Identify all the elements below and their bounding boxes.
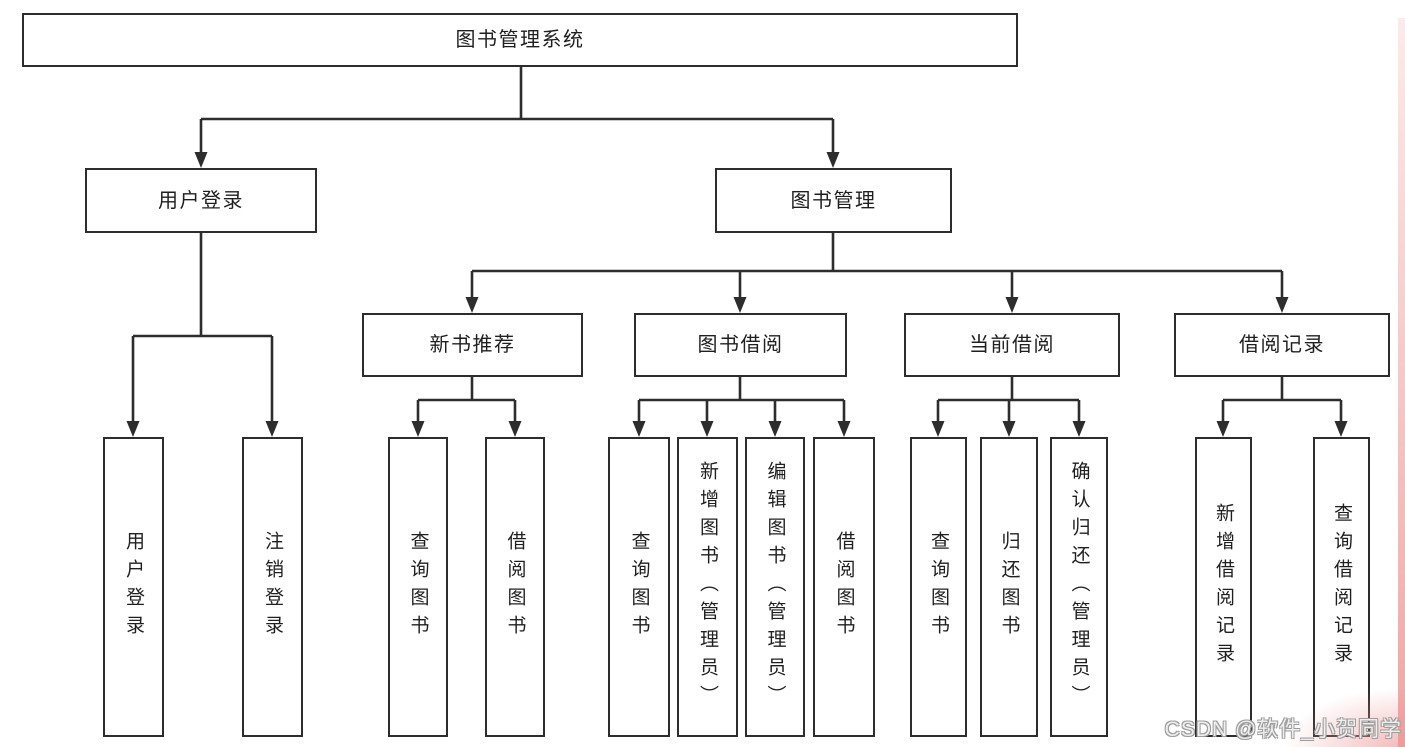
node-new-book-recommend: 新书推荐 [362,313,583,377]
leaf-borrow-books-1: 借阅图书 [485,437,545,737]
node-book-management-label: 图书管理 [790,189,877,212]
watermark: CSDN @软件_小贺同学 [1164,718,1402,741]
leaf-query-borrow-record: 查询借阅记录 [1313,437,1370,737]
leaf-query-books-2: 查询图书 [608,437,670,737]
node-user-login-label: 用户登录 [158,189,244,212]
leaf-query-books-1-label: 查询图书 [407,531,429,643]
node-book-borrow-label: 图书借阅 [697,334,784,356]
leaf-user-login-label: 用户登录 [123,531,144,643]
connector-new-books-to-leaves [416,377,517,424]
leaf-return-books: 归还图书 [980,437,1038,737]
leaf-edit-books-admin: 编辑图书（管理员） [745,437,805,737]
node-current-borrow-label: 当前借阅 [969,334,1055,356]
node-book-borrow: 图书借阅 [634,313,847,377]
node-user-login: 用户登录 [85,168,317,233]
leaf-add-borrow-record: 新增借阅记录 [1195,437,1252,737]
leaf-borrow-books-2-label: 借阅图书 [833,531,855,643]
node-new-book-recommend-label: 新书推荐 [429,334,516,356]
leaf-logout: 注销登录 [242,437,303,737]
watermark-pink-corner [1285,689,1405,747]
leaf-query-books-2-label: 查询图书 [628,531,650,643]
leaf-confirm-return-admin: 确认归还（管理员） [1050,437,1108,737]
leaf-edit-books-admin-label: 编辑图书（管理员） [764,461,786,713]
connector-book-mgmt-to-level3 [470,233,1284,300]
leaf-borrow-books-2: 借阅图书 [813,437,875,737]
watermark-pink-edge [1398,18,1405,747]
leaf-query-books-1: 查询图书 [388,437,448,737]
connector-user-login-to-leaves [131,233,274,424]
node-root-label: 图书管理系统 [455,29,585,51]
leaf-query-books-3: 查询图书 [910,437,967,737]
node-root: 图书管理系统 [22,13,1018,67]
leaf-add-borrow-record-label: 新增借阅记录 [1213,503,1234,671]
leaf-add-books-admin: 新增图书（管理员） [677,437,738,737]
connector-borrow-to-leaves [637,377,846,424]
arrowheads [126,152,1348,437]
connector-root-to-level2 [199,67,835,155]
leaf-borrow-books-1-label: 借阅图书 [504,531,526,643]
connector-records-to-leaves [1221,377,1343,424]
connector-current-to-leaves [936,377,1081,424]
leaf-query-borrow-record-label: 查询借阅记录 [1331,503,1352,671]
node-current-borrow: 当前借阅 [904,313,1120,377]
leaf-query-books-3-label: 查询图书 [928,531,949,643]
leaf-add-books-admin-label: 新增图书（管理员） [697,461,718,713]
node-borrow-records: 借阅记录 [1174,313,1390,377]
node-borrow-records-label: 借阅记录 [1239,334,1325,356]
leaf-return-books-label: 归还图书 [998,531,1020,643]
node-book-management: 图书管理 [715,168,952,233]
leaf-user-login: 用户登录 [103,437,164,737]
leaf-confirm-return-admin-label: 确认归还（管理员） [1068,461,1090,713]
leaf-logout-label: 注销登录 [262,531,283,643]
